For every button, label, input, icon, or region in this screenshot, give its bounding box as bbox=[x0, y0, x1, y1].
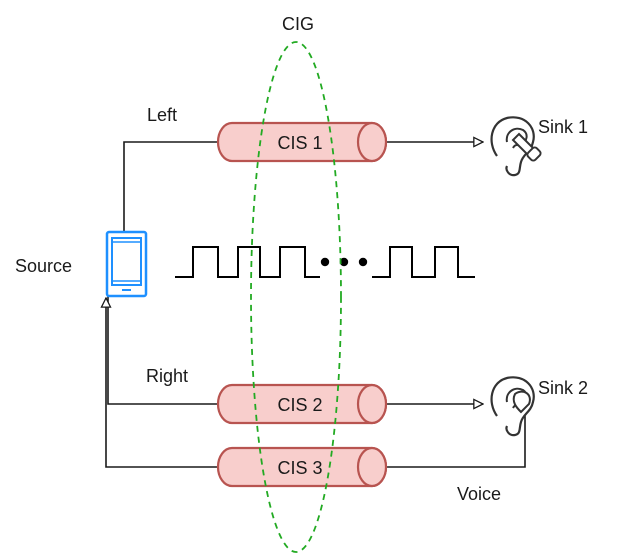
sink-1-label: Sink 1 bbox=[538, 117, 588, 137]
ellipsis-dot bbox=[339, 257, 349, 267]
right-link bbox=[107, 296, 218, 405]
cis-3-label: CIS 3 bbox=[277, 458, 322, 478]
ellipsis-dot bbox=[358, 257, 368, 267]
voice-link bbox=[386, 412, 526, 468]
phone-icon bbox=[105, 230, 148, 298]
cis-1-tube: CIS 1 bbox=[216, 121, 388, 163]
hearing-icon bbox=[490, 116, 542, 177]
cis3-to-source bbox=[106, 298, 218, 468]
cig-label: CIG bbox=[282, 14, 314, 34]
sink-2-label: Sink 2 bbox=[538, 378, 588, 398]
cis-3-tube: CIS 3 bbox=[216, 446, 388, 488]
hearing-icon bbox=[490, 376, 535, 437]
ellipsis-dot bbox=[320, 257, 330, 267]
cis-2-tube: CIS 2 bbox=[216, 383, 388, 425]
square-wave bbox=[175, 246, 320, 278]
cig-ellipse bbox=[250, 41, 342, 553]
cis-1-label: CIS 1 bbox=[277, 133, 322, 153]
cis-2-label: CIS 2 bbox=[277, 395, 322, 415]
source-label: Source bbox=[15, 256, 72, 276]
voice-label: Voice bbox=[457, 484, 501, 504]
left-link bbox=[123, 141, 218, 232]
square-wave-tail bbox=[372, 246, 475, 278]
right-label: Right bbox=[146, 366, 188, 386]
left-label: Left bbox=[147, 105, 177, 125]
